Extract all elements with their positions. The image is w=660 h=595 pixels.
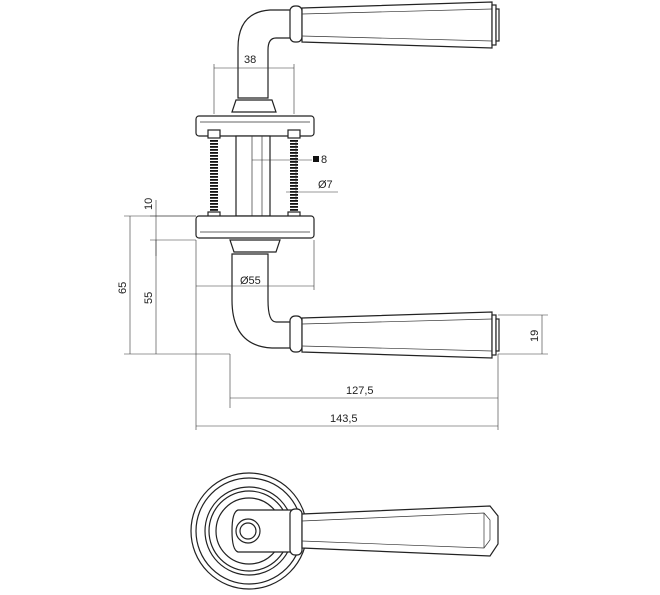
dim-screw-diameter: Ø7: [318, 179, 333, 191]
thread-line: [210, 185, 218, 187]
thread-line: [210, 161, 218, 163]
thread-line: [210, 179, 218, 181]
thread-line: [290, 203, 298, 205]
dim-length-axis: 127,5: [346, 385, 374, 397]
thread-line: [290, 209, 298, 211]
dim-rose-spacing: 38: [244, 54, 256, 66]
thread-line: [210, 194, 218, 196]
screw-head: [287, 129, 301, 139]
dim-rose-thickness: 10: [143, 198, 155, 210]
dim-height-axis: 55: [143, 292, 155, 304]
thread-line: [210, 182, 218, 184]
lower-lever: [229, 239, 500, 359]
thread-line: [290, 155, 298, 157]
thread-line: [210, 197, 218, 199]
dim-spindle: 8: [321, 154, 327, 166]
thread-line: [210, 155, 218, 157]
thread-line: [210, 209, 218, 211]
dim-height-total: 65: [117, 282, 129, 294]
fixing-screws: [207, 129, 301, 221]
thread-line: [290, 185, 298, 187]
upper-lever: [231, 1, 500, 113]
thread-line: [290, 152, 298, 154]
thread-line: [290, 143, 298, 145]
thread-line: [210, 206, 218, 208]
thread-line: [210, 176, 218, 178]
thread-line: [290, 170, 298, 172]
dim-length-total: 143,5: [330, 413, 358, 425]
square-icon: [313, 156, 319, 162]
thread-line: [210, 143, 218, 145]
screw-right: [287, 129, 301, 221]
screw-left: [207, 129, 221, 221]
front-view: [190, 472, 499, 590]
upper-rose: [195, 115, 315, 137]
thread-line: [210, 203, 218, 205]
thread-line: [290, 161, 298, 163]
lower-rose: [195, 215, 315, 239]
dim-lever-width: 19: [529, 330, 541, 342]
thread-line: [210, 167, 218, 169]
thread-line: [210, 149, 218, 151]
thread-line: [210, 164, 218, 166]
thread-line: [290, 140, 298, 142]
thread-line: [290, 200, 298, 202]
thread-line: [290, 167, 298, 169]
thread-line: [210, 173, 218, 175]
thread-line: [290, 206, 298, 208]
thread-line: [210, 188, 218, 190]
thread-line: [210, 158, 218, 160]
thread-line: [210, 146, 218, 148]
spindle-block: [235, 135, 271, 217]
thread-line: [210, 200, 218, 202]
thread-line: [210, 170, 218, 172]
screw-head: [207, 129, 221, 139]
thread-line: [290, 188, 298, 190]
thread-line: [290, 164, 298, 166]
thread-line: [290, 176, 298, 178]
thread-line: [290, 146, 298, 148]
thread-line: [290, 158, 298, 160]
dim-rose-diameter: Ø55: [240, 275, 261, 287]
thread-line: [290, 179, 298, 181]
thread-line: [290, 182, 298, 184]
thread-line: [210, 140, 218, 142]
dimension-lines: [124, 64, 548, 430]
thread-line: [290, 194, 298, 196]
thread-line: [210, 152, 218, 154]
thread-line: [210, 191, 218, 193]
thread-line: [290, 149, 298, 151]
thread-line: [290, 197, 298, 199]
thread-line: [290, 173, 298, 175]
